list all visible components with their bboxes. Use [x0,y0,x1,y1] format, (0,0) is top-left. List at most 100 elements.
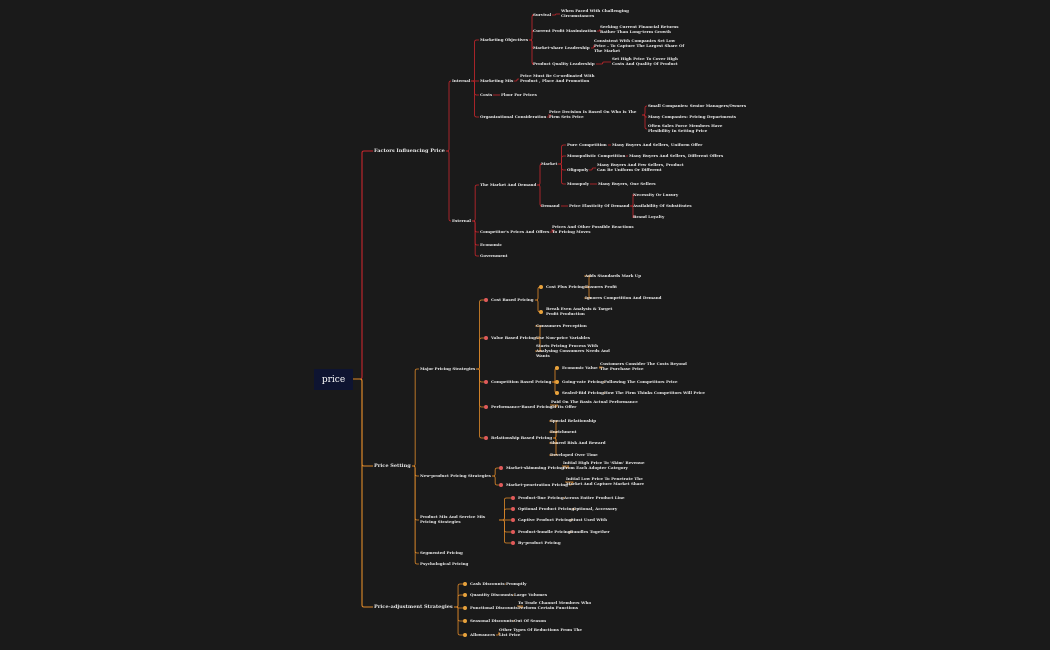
node-pen[interactable]: Market-penetration Pricing [506,481,568,487]
node-cpp[interactable]: Cost Plus Pricing [546,283,585,289]
node-small[interactable]: Small Companies: Senior Managers/Owners [648,102,747,108]
node-cpm[interactable]: Current Profit Maximization [533,27,597,33]
node-goingrate[interactable]: Going-rate Pricing [562,378,604,384]
node-comp[interactable]: Competitor's Prices And Offers [480,228,550,234]
node-compbp[interactable]: Competition Based Pricing [491,378,552,384]
node-seas[interactable]: Seasonal Discounts [470,617,514,623]
node-shared[interactable]: Shared Risk And Reward [550,439,606,445]
node-msl-d[interactable]: Consistent With Companies Set Low Price … [594,38,685,53]
node-psyp[interactable]: Psychological Pricing [420,560,469,566]
node-breakeven[interactable]: Break Even Analysis & Target Profit Prod… [546,306,613,316]
node-many[interactable]: Many Companies: Pricing Departments [648,113,737,119]
node-often[interactable]: Often Sales Force Members Have Flexibili… [648,123,723,133]
node-func[interactable]: Functional Discounts [470,604,518,610]
node-mobj[interactable]: Marketing Objectives [480,36,529,42]
node-govt[interactable]: Government [480,252,508,258]
node-avail[interactable]: Availability Of Substitutes [633,202,692,208]
node-segp[interactable]: Segmented Pricing [420,549,463,555]
node-pline[interactable]: Product-line Pricing [518,494,564,500]
root-node-price[interactable]: price [314,369,353,390]
node-devel[interactable]: Developed Over Time [550,451,598,457]
node-bullet-icon [511,541,515,545]
node-monop[interactable]: Monopoly [567,180,589,186]
node-monopc-d[interactable]: Many Buyers And Sellers, Different Offer… [629,152,724,158]
node-qty[interactable]: Quantity Discounts [470,591,514,597]
node-pline-d[interactable]: Across Entire Product Line [564,494,625,500]
node-capt[interactable]: Captive Product Pricing [518,516,572,522]
node-enrich[interactable]: Enrichment [550,428,577,434]
node-qty-d[interactable]: Large Volumes [514,591,548,597]
node-newp[interactable]: New-product Pricing Strategies [420,472,491,478]
node-brand[interactable]: Brand Loyalty [633,213,665,219]
node-seas-d[interactable]: Out Of Season [514,617,547,623]
connector-comp [472,220,479,233]
node-special[interactable]: Special Relationship [550,417,597,423]
node-econ[interactable]: Economic [480,241,502,247]
node-sealed[interactable]: Sealed-Bid Pricing [562,389,604,395]
node-ensures[interactable]: Ensures Profit [585,283,617,289]
node-monop-d[interactable]: Many Buyers, One Sellers [598,180,656,186]
node-goingrate-d[interactable]: Following The Competitors Price [604,378,678,384]
node-bullet-icon [463,619,467,623]
node-consp[interactable]: Consumers Perception [536,322,587,328]
node-setting[interactable]: Price Setting [374,463,411,469]
node-olig[interactable]: Oligopoly [567,166,589,172]
node-opt-d[interactable]: Optional, Accessory [573,505,618,511]
node-perf-d[interactable]: Paid On The Basis Actual Performance Of … [551,399,638,409]
node-survival-d[interactable]: When Faced With Challenging Circumstance… [561,8,629,18]
node-survival[interactable]: Survival [533,11,552,17]
node-sealed-d[interactable]: How The Firm Thinks Competitors Will Pri… [604,389,705,395]
node-pmix[interactable]: Product Mix And Service Mix Pricing Stra… [420,514,486,524]
node-costs[interactable]: Costs [480,91,493,97]
connector-econ [472,220,479,246]
node-func-d[interactable]: To Trade Channel Members Who Perform Cer… [518,600,592,610]
node-allow[interactable]: Allowances [470,631,495,637]
node-pure-d[interactable]: Many Buyers And Sellers, Uniform Offer [612,141,703,147]
node-ecov-d[interactable]: Customers Consider The Costs Beyond The … [600,361,687,371]
node-bundle[interactable]: Product-bundle Pricing [518,528,571,534]
node-adj[interactable]: Price-adjustment Strategies [374,604,453,610]
node-cbp[interactable]: Cost Based Pricing [491,296,534,302]
node-olig-d[interactable]: Many Buyers And Few Sellers, Product Can… [597,162,684,172]
node-cpm-d[interactable]: Seeking Current Financial Returns Rather… [600,24,679,34]
node-pql-d[interactable]: Set High Price To Cover High Costs And Q… [612,56,678,66]
node-major[interactable]: Major Pricing Strategies [420,365,476,371]
node-orgc[interactable]: Organizational Consideration [480,113,547,119]
node-vbp[interactable]: Value Based Pricing [491,334,536,340]
node-skim-d[interactable]: Initial High Price To 'Skim' Revenue Fro… [563,460,645,470]
connector-allow [454,606,463,636]
node-perf[interactable]: Performance-Based Pricing [491,403,553,409]
node-mmix-d[interactable]: Price Must Be Co-ordinated With Product … [520,73,595,83]
node-monopc[interactable]: Monopolistic Competition [567,152,626,158]
node-nonprice[interactable]: Use Non-price Variables [536,334,591,340]
node-msl[interactable]: Market-share Leadership [533,44,590,50]
node-ignores[interactable]: Ignores Competition And Demand [585,294,662,300]
node-orgc-d[interactable]: Price Decision Is Based On Who Is The Fi… [549,109,637,119]
node-external[interactable]: External [452,217,471,223]
node-adds[interactable]: Adds Standards Mark Up [585,272,642,278]
node-pure[interactable]: Pure Competition [567,141,607,147]
node-nec[interactable]: Necessity Or Luxury [633,191,679,197]
node-mdemand[interactable]: The Market And Demand [480,181,537,187]
node-cash-d[interactable]: Promptly [506,580,527,586]
node-allow-d[interactable]: Other Types Of Reductions From The List … [499,627,582,637]
node-costs-d[interactable]: Floor For Prices [501,91,537,97]
node-demand[interactable]: Demand [541,202,560,208]
node-bundle-d[interactable]: Bundles Together [570,528,610,534]
node-ecov[interactable]: Economic Value [562,364,598,370]
node-rel[interactable]: Relationship Based Pricing [491,434,553,440]
node-factors[interactable]: Factors Influencing Price [374,148,445,154]
node-capt-d[interactable]: Must Used With [571,516,607,522]
node-byp[interactable]: By-product Pricing [518,539,561,545]
node-cash[interactable]: Cash Discounts [470,580,505,586]
node-internal[interactable]: Internal [452,77,471,83]
node-ped[interactable]: Price Elasticity Of Demand [569,202,630,208]
node-skim[interactable]: Market-skimming Pricing [506,464,564,470]
node-pql[interactable]: Product Quality Leadership [533,60,595,66]
node-starts[interactable]: Starts Pricing Process With Analysing Co… [536,343,610,358]
node-opt[interactable]: Optional Product Pricing [518,505,575,511]
node-pen-d[interactable]: Initial Low Price To Penetrate The Marke… [566,476,644,486]
node-market[interactable]: Market [541,160,558,166]
node-comp-d[interactable]: Prices And Other Possible Reactions To P… [552,224,634,234]
node-mmix[interactable]: Marketing Mix [480,77,514,83]
